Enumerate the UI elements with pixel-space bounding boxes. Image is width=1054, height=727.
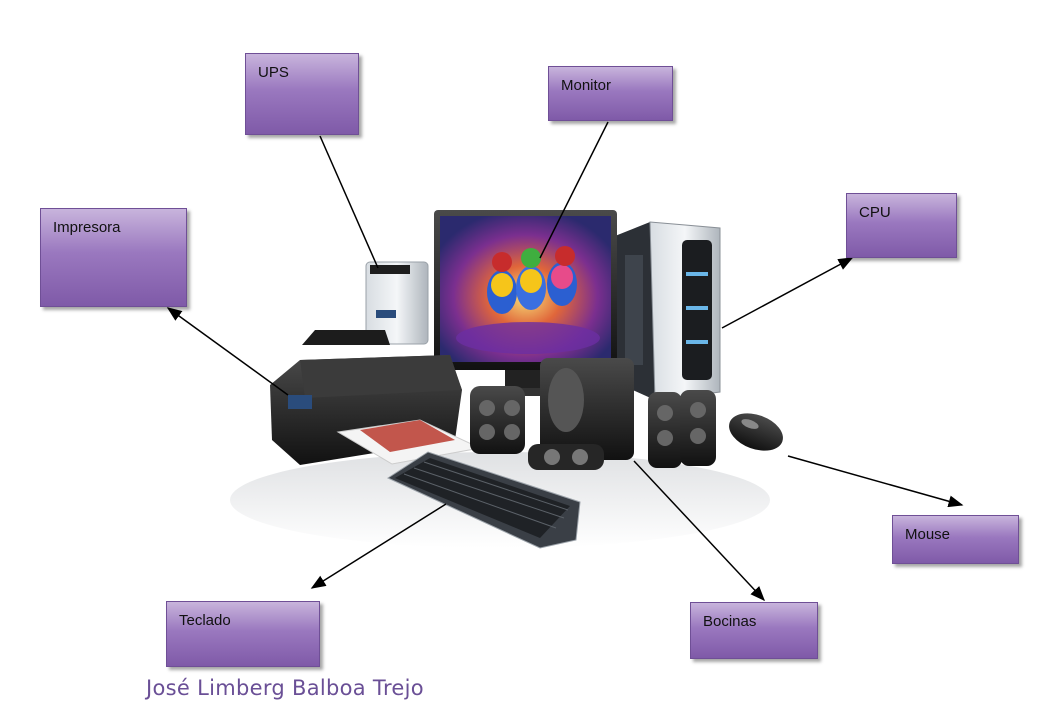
label-impresora-text: Impresora — [53, 219, 121, 236]
cpu-tower — [615, 221, 721, 401]
label-monitor: Monitor — [548, 66, 673, 121]
label-monitor-text: Monitor — [561, 77, 612, 94]
label-teclado: Teclado — [166, 601, 320, 667]
speakers-device — [470, 358, 716, 470]
label-impresora: Impresora — [40, 208, 187, 307]
label-cpu-text: CPU — [859, 204, 891, 221]
ups-device — [365, 261, 429, 345]
connector-teclado — [310, 503, 447, 589]
author-name: José Limberg Balboa Trejo — [146, 676, 424, 700]
label-mouse: Mouse — [892, 515, 1019, 564]
connector-monitor — [539, 121, 609, 259]
connector-impresora — [166, 307, 289, 396]
connector-cpu — [721, 257, 854, 329]
printer-device — [270, 330, 482, 465]
connector-bocinas — [633, 460, 766, 602]
screen-birds — [456, 246, 600, 354]
label-bocinas: Bocinas — [690, 602, 818, 659]
label-mouse-text: Mouse — [905, 526, 951, 543]
label-cpu: CPU — [846, 193, 957, 258]
connector-ups — [319, 135, 379, 269]
mouse-device — [729, 413, 783, 451]
connector-lines — [166, 121, 964, 602]
label-ups: UPS — [245, 53, 359, 135]
label-teclado-text: Teclado — [179, 612, 231, 629]
connector-mouse — [787, 455, 964, 508]
keyboard-device — [386, 451, 581, 549]
label-bocinas-text: Bocinas — [703, 613, 757, 630]
label-ups-text: UPS — [258, 64, 289, 81]
